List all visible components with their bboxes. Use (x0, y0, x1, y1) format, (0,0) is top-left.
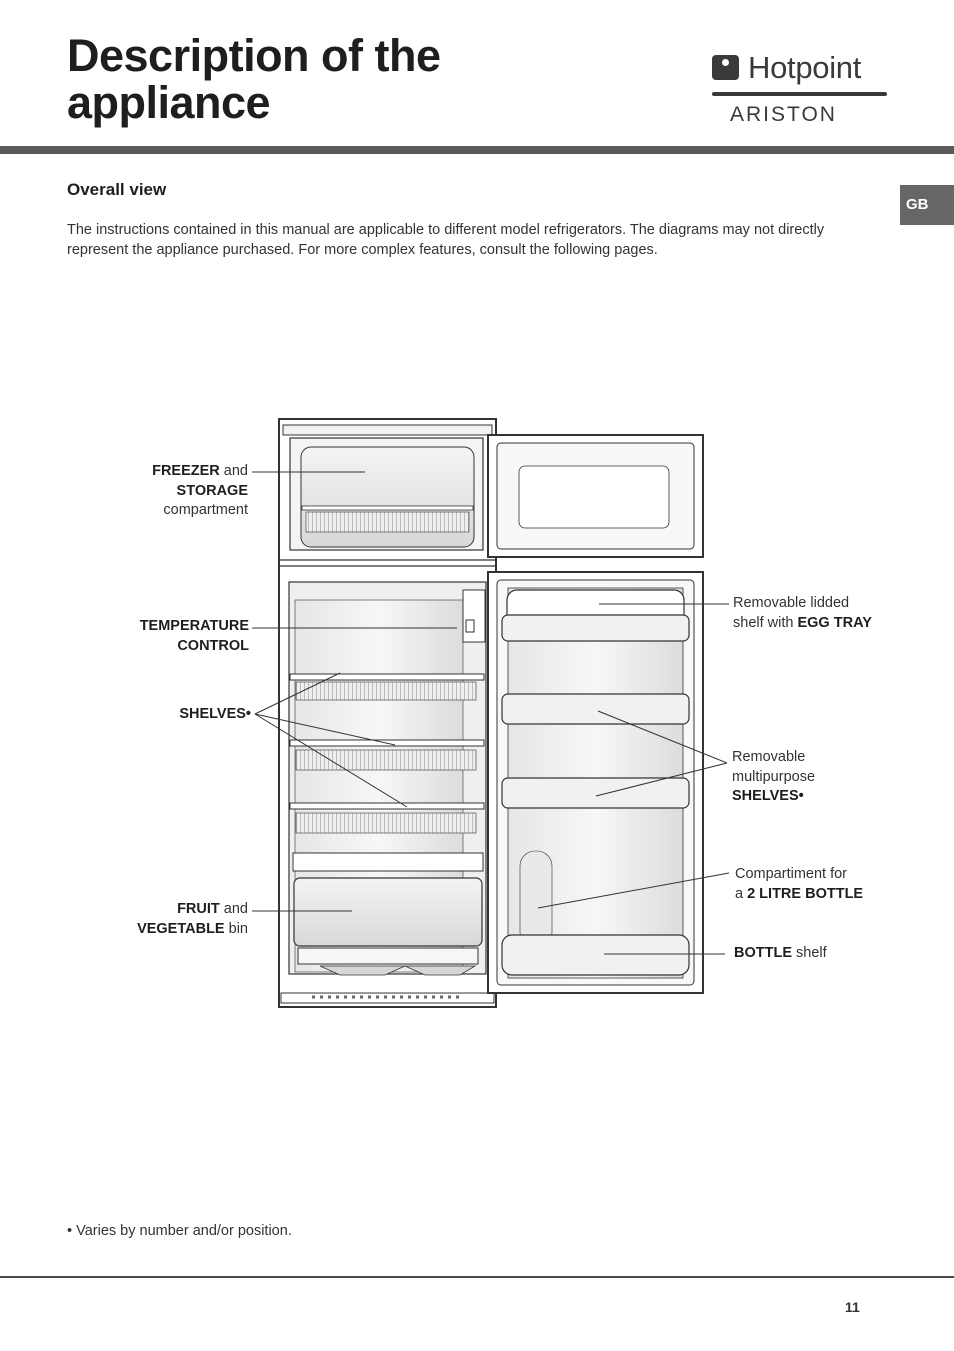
brand-logo: Hotpoint ARISTON (712, 50, 887, 128)
label-freezer-compartment: FREEZER and STORAGE compartment (98, 462, 248, 521)
leader-lines (252, 471, 730, 955)
label-control-bold: CONTROL (177, 637, 249, 654)
label-multipurpose-text: multipurpose (732, 768, 816, 785)
logo-mark-icon (712, 55, 739, 80)
freezer-door (487, 434, 704, 558)
page-title: Description of the appliance (67, 32, 441, 126)
fridge-door (487, 571, 704, 994)
label-removable-text: Removable (732, 749, 806, 765)
label-shelves-bold: SHELVES• (179, 706, 251, 722)
label-compartiment-text: Compartiment for (735, 866, 848, 882)
label-shelf-text: shelf (792, 945, 827, 961)
logo-sub-brand: ARISTON (730, 103, 837, 126)
title-line-1: Description of the (67, 30, 441, 81)
header-rule (0, 146, 954, 154)
logo-divider (712, 92, 887, 96)
label-freezer-text: and (219, 463, 248, 479)
title-line-2: appliance (67, 77, 271, 128)
label-storage-bold: STORAGE (176, 482, 248, 499)
label-bottle-compartment: Compartiment for a 2 LITRE BOTTLE (735, 865, 935, 904)
intro-paragraph: The instructions contained in this manua… (67, 222, 825, 258)
fridge-cabinet (278, 418, 497, 1008)
label-litre-bottle-bold: 2 LITRE BOTTLE (747, 885, 864, 902)
footer-rule (0, 1276, 954, 1278)
label-bottle-bold: BOTTLE (734, 945, 792, 961)
label-shelf-with-text: shelf with (733, 614, 798, 631)
label-freezer-bold: FREEZER (152, 463, 220, 479)
label-fruit-bold: FRUIT (177, 901, 220, 917)
section-heading: Overall view (67, 180, 167, 199)
label-temperature-control: TEMPERATURE CONTROL (98, 617, 249, 656)
label-a-text: a (735, 885, 748, 902)
label-lidded-text: Removable lidded (733, 595, 850, 611)
label-fruit-text: and (219, 901, 248, 917)
label-bin-text: bin (224, 920, 248, 937)
label-temperature-bold: TEMPERATURE (139, 618, 249, 634)
label-fruit-vegetable-bin: FRUIT and VEGETABLE bin (98, 900, 248, 939)
logo-brand: Hotpoint (748, 50, 862, 85)
page-number: 11 (845, 1299, 860, 1315)
label-egg-tray-bold: EGG TRAY (797, 614, 872, 631)
label-bottle-shelf: BOTTLE shelf (734, 944, 934, 964)
label-vegetable-bold: VEGETABLE (137, 920, 225, 937)
language-tab: GB (900, 185, 954, 225)
label-shelves: SHELVES• (98, 705, 251, 725)
label-compartment-text: compartment (163, 502, 248, 518)
label-lidded-shelf: Removable lidded shelf with EGG TRAY (733, 594, 933, 633)
label-multipurpose-shelves: Removable multipurpose SHELVES• (732, 748, 932, 807)
footnote: • Varies by number and/or position. (67, 1223, 292, 1239)
label-door-shelves-bold: SHELVES• (732, 788, 804, 804)
